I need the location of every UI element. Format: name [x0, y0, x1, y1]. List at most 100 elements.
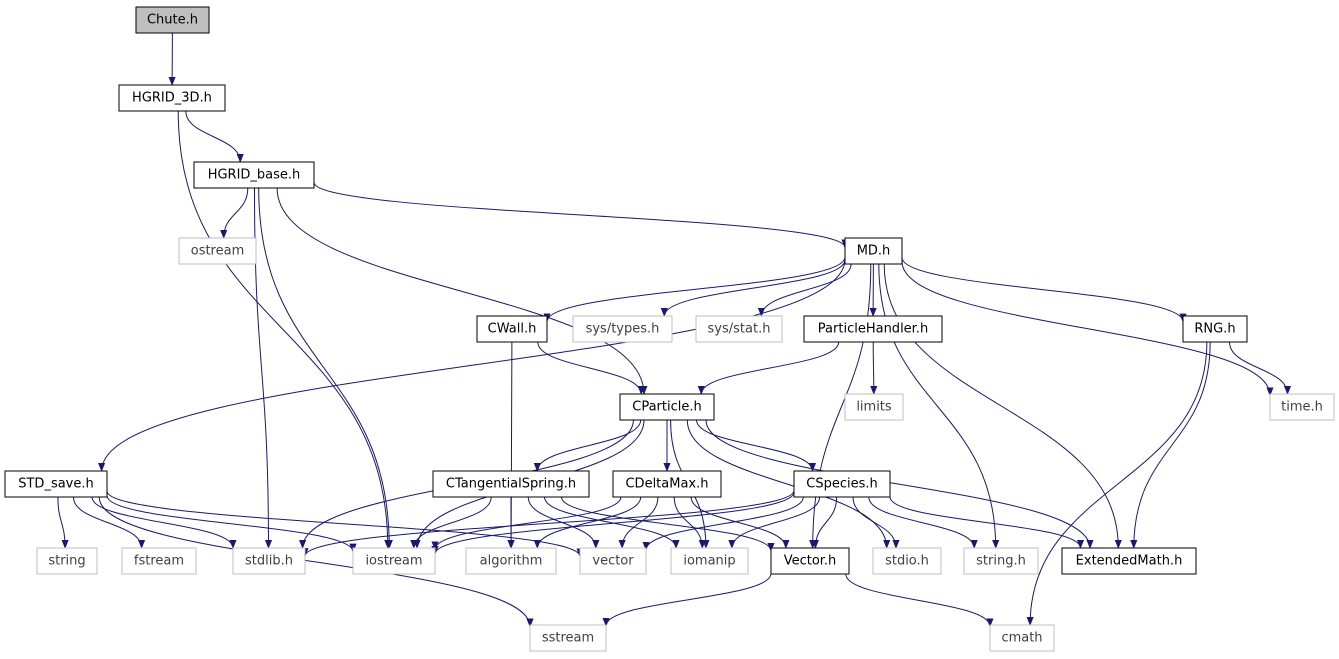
node-label: CSpecies.h — [806, 477, 877, 492]
edge-particlehandler_h-to-limits — [870, 341, 878, 395]
node-vector-h[interactable]: Vector.h — [770, 547, 850, 575]
edge-cdeltamax_h-to-algorithm — [533, 496, 642, 549]
node-iostream: iostream — [352, 547, 436, 575]
node-label: ParticleHandler.h — [818, 322, 928, 337]
node-cmath: cmath — [989, 624, 1055, 652]
node-rng-h[interactable]: RNG.h — [1182, 315, 1248, 343]
node-label: CWall.h — [488, 322, 537, 337]
node-label: Vector.h — [784, 554, 837, 569]
node-label: string — [48, 554, 85, 569]
node-label: time.h — [1281, 400, 1323, 415]
edge-ctangentialspring_h-to-iomanip — [544, 496, 680, 549]
node-label: Chute.h — [147, 13, 198, 28]
edge-std_save_h-to-string — [57, 496, 69, 549]
edge-md_h-to-rng_h — [901, 257, 1187, 323]
edge-cspecies_h-to-iostream — [431, 492, 795, 555]
edge-hgrid_base_h-to-md_h — [313, 182, 849, 249]
edge-md_h-to-extendedmath_h — [883, 263, 1122, 549]
edge-rng_h-to-extendedmath_h — [1130, 341, 1211, 549]
edge-cparticle_h-to-stdio_h — [686, 419, 891, 549]
node-label: sys/types.h — [586, 322, 660, 337]
node-label: vector — [592, 554, 634, 569]
node-label: stdio.h — [885, 554, 929, 569]
edge-cspecies_h-to-vector — [642, 496, 804, 551]
node-label: cmath — [1001, 631, 1042, 646]
node-label: CDeltaMax.h — [625, 477, 708, 492]
node-label: ostream — [191, 244, 245, 259]
edge-cparticle_h-to-extendedmath_h — [705, 419, 1094, 549]
node-ctangentialspring-h[interactable]: CTangentialSpring.h — [432, 470, 590, 498]
node-md-h[interactable]: MD.h — [844, 237, 903, 265]
node-label: HGRID_3D.h — [132, 91, 212, 106]
edge-ctangentialspring_h-to-iostream — [410, 496, 492, 549]
edge-cspecies_h-to-vector_h — [811, 496, 838, 549]
node-hgrid-3d-h[interactable]: HGRID_3D.h — [118, 84, 226, 112]
edge-std_save_h-to-fstream — [72, 496, 146, 549]
node-label: CParticle.h — [632, 400, 701, 415]
node-chute-h[interactable]: Chute.h — [135, 6, 210, 34]
node-sys-stat-h: sys/stat.h — [695, 315, 783, 343]
node-label: RNG.h — [1194, 322, 1235, 337]
edge-rng_h-to-time_h — [1229, 341, 1292, 395]
edge-cdeltamax_h-to-iostream — [431, 496, 622, 551]
node-label: iomanip — [683, 554, 735, 569]
node-vector: vector — [579, 547, 647, 575]
edge-vector_h-to-sstream — [602, 573, 772, 627]
node-time-h: time.h — [1269, 393, 1335, 421]
node-cparticle-h[interactable]: CParticle.h — [619, 393, 715, 421]
edge-vector_h-to-cmath — [845, 573, 994, 628]
node-label: sys/stat.h — [708, 322, 771, 337]
edge-md_h-to-std_save_h — [98, 259, 846, 472]
edge-md_h-to-string_h — [878, 263, 1000, 549]
edge-cspecies_h-to-stdlib_h — [301, 490, 795, 558]
edge-cparticle_h-to-ctangentialspring_h — [533, 419, 642, 472]
node-label: CTangentialSpring.h — [446, 477, 576, 492]
node-sys-types-h: sys/types.h — [572, 315, 673, 343]
edges — [57, 32, 1292, 628]
edge-cspecies_h-to-stdio_h — [852, 496, 900, 549]
node-stdio-h: stdio.h — [872, 547, 942, 575]
node-ostream: ostream — [178, 237, 257, 265]
edge-rng_h-to-cmath — [1026, 341, 1208, 626]
node-algorithm: algorithm — [465, 547, 557, 575]
node-fstream: fstream — [121, 547, 197, 575]
node-label: string.h — [976, 554, 1026, 569]
node-label: stdlib.h — [245, 554, 293, 569]
node-label: HGRID_base.h — [208, 168, 301, 183]
node-limits: limits — [844, 393, 904, 421]
node-label: limits — [856, 400, 892, 415]
edge-md_h-to-vector_h — [809, 263, 872, 549]
edge-particlehandler_h-to-cparticle_h — [697, 341, 840, 395]
edge-std_save_h-to-vector — [106, 490, 584, 558]
edge-md_h-to-time_h — [901, 261, 1274, 397]
nodes: Chute.h HGRID_3D.h HGRID_base.h MD.h CWa… — [4, 6, 1335, 652]
node-label: STD_save.h — [18, 477, 94, 492]
node-label: ExtendedMath.h — [1076, 554, 1183, 569]
edge-md_h-to-cwall_h — [543, 256, 846, 323]
edge-hgrid_3d_h-to-iostream — [177, 110, 392, 549]
node-label: algorithm — [480, 554, 543, 569]
edge-std_save_h-to-sstream — [98, 496, 534, 628]
node-label: fstream — [134, 554, 184, 569]
edge-hgrid_base_h-to-iostream — [258, 187, 393, 549]
edge-hgrid_base_h-to-ostream — [220, 187, 249, 239]
node-sstream: sstream — [529, 624, 607, 652]
node-string-h: string.h — [963, 547, 1039, 575]
node-cdeltamax-h[interactable]: CDeltaMax.h — [612, 470, 722, 498]
edge-std_save_h-to-iostream — [106, 495, 357, 553]
edge-cspecies_h-to-extendedmath_h — [889, 496, 1085, 549]
node-extendedmath-h[interactable]: ExtendedMath.h — [1061, 547, 1197, 575]
node-particlehandler-h[interactable]: ParticleHandler.h — [803, 315, 943, 343]
edge-cdeltamax_h-to-vector_h — [690, 496, 790, 549]
node-iomanip: iomanip — [670, 547, 749, 575]
edge-md_h-to-sys_types_h — [660, 259, 846, 317]
node-cspecies-h[interactable]: CSpecies.h — [793, 470, 891, 498]
node-std-save-h[interactable]: STD_save.h — [4, 470, 108, 498]
edge-cspecies_h-to-iomanip — [728, 496, 821, 549]
edge-md_h-to-sys_stat_h — [757, 263, 852, 317]
edge-cwall_h-to-cparticle_h — [537, 341, 645, 395]
edge-ctangentialspring_h-to-vector_h — [561, 496, 775, 552]
node-cwall-h[interactable]: CWall.h — [476, 315, 548, 343]
node-hgrid-base-h[interactable]: HGRID_base.h — [193, 161, 315, 189]
edge-cdeltamax_h-to-vector — [618, 496, 659, 549]
